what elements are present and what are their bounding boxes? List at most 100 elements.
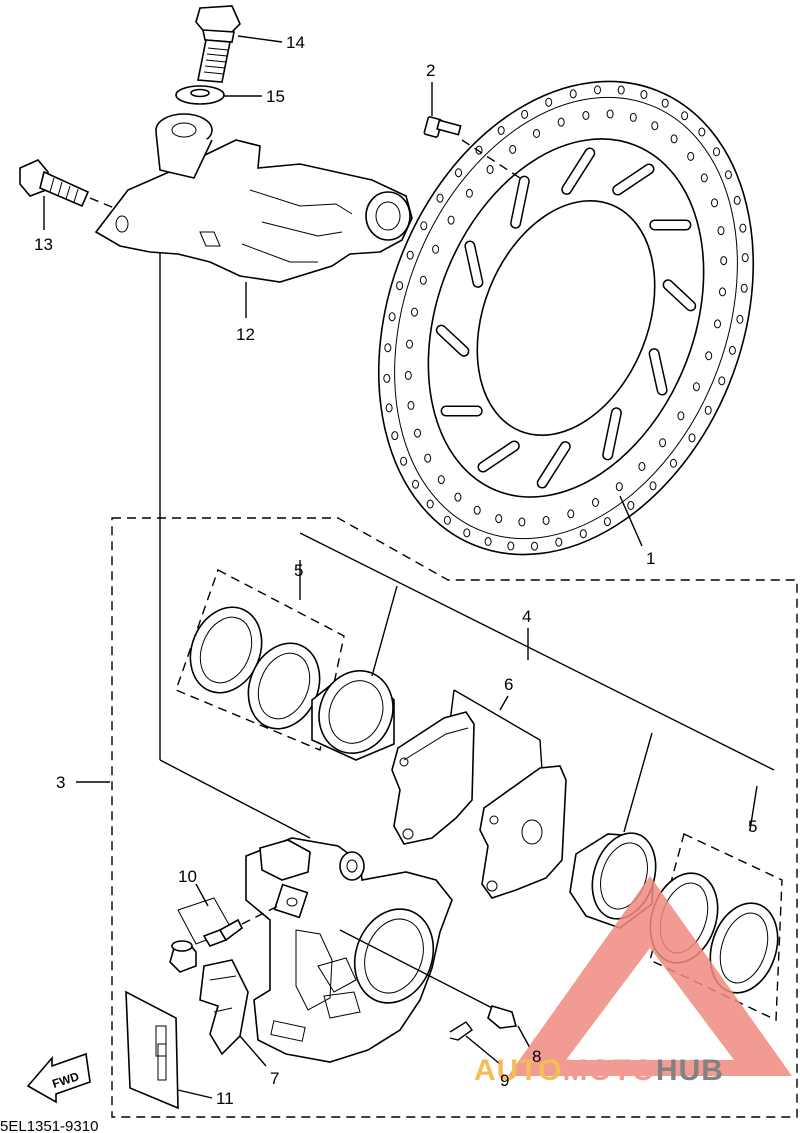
disc-hole bbox=[670, 134, 678, 144]
callout-4: 4 bbox=[522, 607, 531, 626]
pad-shim bbox=[125, 990, 213, 1110]
callout-7: 7 bbox=[270, 1069, 279, 1088]
disc-carrier-slots bbox=[435, 147, 697, 489]
disc-hole bbox=[484, 537, 492, 546]
disc-hole bbox=[521, 109, 529, 119]
disc-hole bbox=[582, 111, 590, 120]
disc-slot bbox=[538, 442, 570, 487]
disc-hole bbox=[384, 343, 392, 353]
disc-hole bbox=[711, 198, 718, 208]
leader-line bbox=[619, 495, 643, 547]
disc-hole bbox=[638, 462, 646, 471]
callout-5-right: 5 bbox=[748, 817, 757, 836]
caliper-assembly-boundary bbox=[111, 517, 798, 1118]
disc-hole bbox=[388, 312, 396, 322]
disc-hole bbox=[724, 170, 732, 180]
disc-hole bbox=[733, 195, 741, 205]
pad-pin-clip bbox=[449, 1021, 501, 1065]
disc-hole bbox=[475, 145, 483, 155]
disc-hole bbox=[509, 144, 517, 154]
disc-hole bbox=[700, 173, 708, 183]
disc-hole bbox=[414, 428, 421, 438]
seal-kit-left bbox=[175, 560, 345, 751]
pad-spring bbox=[199, 959, 267, 1067]
disc-hole bbox=[606, 109, 614, 119]
disc-hole bbox=[698, 127, 706, 137]
disc-hole bbox=[627, 501, 635, 510]
disc-hole bbox=[739, 223, 747, 233]
watermark-text-moto: MOTO bbox=[562, 1054, 655, 1087]
fwd-arrow-icon: FWD bbox=[26, 1052, 91, 1104]
disc-hole bbox=[579, 529, 587, 539]
disc-hole bbox=[426, 499, 434, 509]
disc-hole bbox=[720, 256, 728, 266]
disc-hole bbox=[592, 498, 599, 507]
disc-hole bbox=[569, 89, 577, 99]
disc-hole bbox=[717, 226, 725, 236]
disc-hole bbox=[687, 151, 695, 161]
callout-11: 11 bbox=[216, 1089, 234, 1108]
callout-2: 2 bbox=[426, 61, 435, 80]
disc-hole bbox=[713, 147, 720, 157]
disc-slot bbox=[465, 242, 482, 287]
disc-slot bbox=[562, 149, 594, 194]
disc-hole bbox=[400, 456, 408, 466]
callout-13: 13 bbox=[34, 235, 53, 254]
disc-hole bbox=[704, 405, 712, 415]
leader-group-4 bbox=[299, 532, 775, 833]
disc-hole bbox=[740, 283, 748, 293]
disc-hole bbox=[688, 433, 696, 443]
disc-hole bbox=[728, 345, 736, 355]
callout-6: 6 bbox=[504, 675, 513, 694]
brake-pads bbox=[391, 689, 567, 899]
bleed-screw bbox=[169, 883, 283, 973]
callout-1: 1 bbox=[646, 549, 655, 568]
disc-hole bbox=[424, 453, 432, 463]
disc-hole bbox=[594, 85, 601, 95]
callout-12: 12 bbox=[236, 325, 255, 344]
disc-hole bbox=[419, 275, 427, 285]
drawing-code: 5EL1351-9310 bbox=[0, 1118, 98, 1133]
callout-5-left: 5 bbox=[294, 561, 303, 580]
disc-hole bbox=[455, 168, 462, 178]
disc-hole bbox=[391, 431, 399, 441]
watermark-text-auto: AUTO bbox=[474, 1054, 562, 1087]
disc-hole bbox=[437, 475, 445, 485]
disc-hole bbox=[436, 193, 444, 203]
disc-bolt bbox=[423, 82, 521, 179]
disc-hole bbox=[385, 403, 393, 413]
callout-labels: 1 2 3 4 5 5 6 7 8 9 10 11 12 13 14 15 bbox=[34, 33, 757, 1108]
disc-hole bbox=[383, 373, 391, 383]
watermark-logo: AUTOMOTOHUB bbox=[474, 876, 792, 1087]
disc-slot bbox=[613, 165, 653, 194]
disc-slot bbox=[650, 349, 667, 394]
disc-hole bbox=[705, 351, 713, 361]
disc-hole bbox=[412, 479, 419, 489]
disc-hole bbox=[406, 250, 414, 260]
disc-hole bbox=[629, 112, 637, 122]
disc-hole bbox=[615, 482, 623, 492]
disc-hole bbox=[670, 458, 677, 468]
disc-slot bbox=[437, 326, 468, 356]
disc-hole bbox=[649, 481, 657, 491]
disc-hole bbox=[531, 541, 538, 551]
disc-hole bbox=[406, 339, 413, 349]
disc-slot bbox=[664, 280, 695, 310]
disc-hole bbox=[533, 129, 540, 138]
disc-slot bbox=[479, 442, 519, 471]
disc-slot bbox=[511, 177, 529, 228]
disc-hole bbox=[407, 400, 415, 410]
disc-hole bbox=[719, 287, 726, 297]
caliper-bracket bbox=[94, 113, 413, 318]
disc-hole bbox=[497, 126, 505, 135]
disc-hole bbox=[736, 314, 744, 324]
disc-hole bbox=[714, 319, 721, 329]
disc-hole bbox=[507, 541, 515, 551]
pad-pin bbox=[339, 929, 531, 1049]
callout-8: 8 bbox=[532, 1047, 541, 1066]
disc-hole bbox=[677, 411, 685, 421]
disc-hole bbox=[447, 215, 455, 225]
disc-hole bbox=[518, 517, 526, 527]
